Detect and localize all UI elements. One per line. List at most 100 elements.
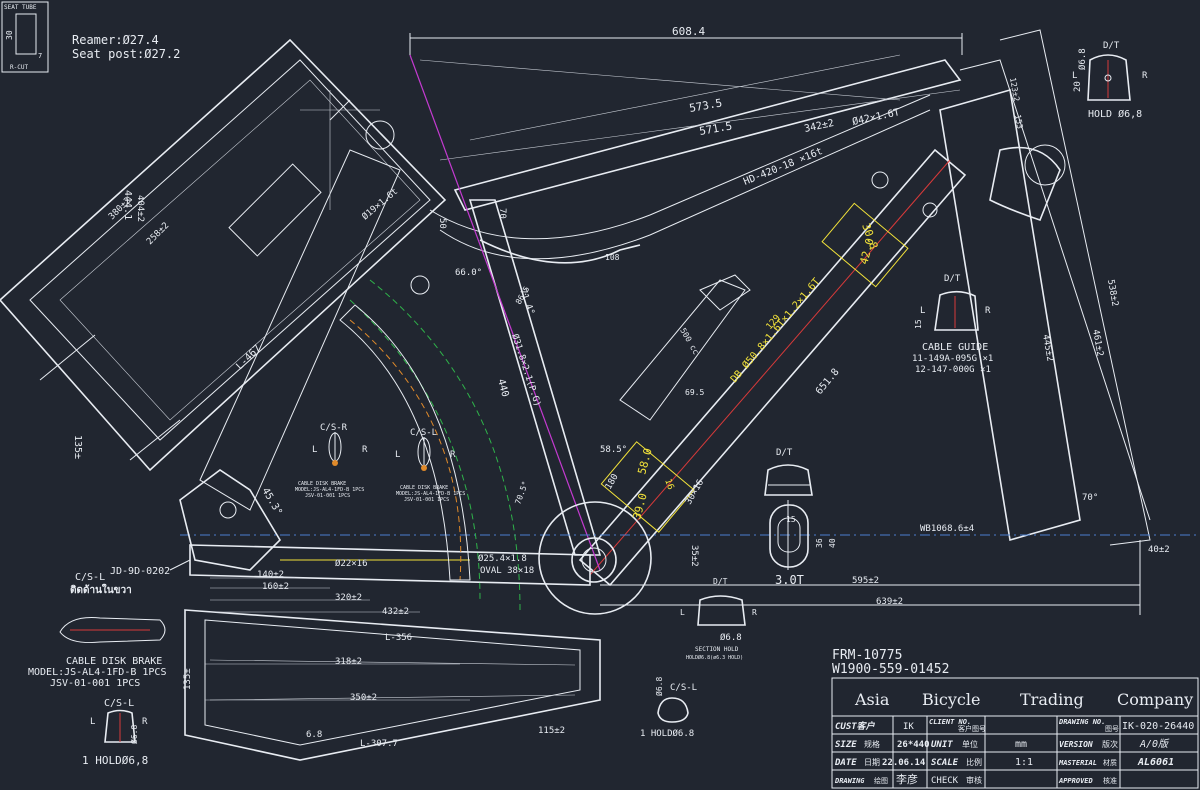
dim-595: 595±2 (852, 576, 879, 586)
dim-304: 30×16 (684, 478, 706, 506)
csr-l: L (312, 445, 317, 455)
date-label: DATE (834, 758, 857, 768)
dim-l356: L-356 (385, 633, 412, 643)
cable-guide-15: 15 (914, 319, 923, 329)
dt-top-l: L (1072, 71, 1077, 81)
size-label: SIZE (835, 740, 857, 750)
bl-r: R (142, 717, 148, 727)
size-value: 26*440 (897, 740, 930, 750)
bl-l: L (90, 717, 95, 727)
dim-318: 318±2 (335, 657, 362, 667)
dt-mid-15: 15 (786, 515, 796, 524)
dim-42y: 42.0 (857, 237, 876, 266)
material-value: AL6061 (1137, 757, 1174, 768)
dim-153: 153 (1013, 114, 1024, 130)
unit-cn: 单位 (962, 739, 978, 749)
cdb-small-a3: JSV-01-001 1PCS (305, 493, 350, 499)
dim-254: Ø25.4×1.8 (478, 553, 527, 564)
dim-50: 50 (437, 218, 447, 229)
cable-guide-2: 12-147-000G ×1 (915, 365, 991, 375)
approved-label: APPROVED (1058, 777, 1093, 785)
hold-bl: 1 HOLDØ6,8 (82, 754, 148, 767)
seat-tube-box-size: 30 (5, 30, 14, 40)
csl-l: L (395, 450, 400, 460)
cdb-small-b1: CABLE DISK BRAKE (400, 485, 448, 491)
dim-445: 445±2 (1040, 334, 1055, 362)
dim-305: 70.5° (513, 480, 530, 506)
company-name-4: Company (1117, 690, 1193, 709)
dim-639: 639±2 (876, 597, 903, 607)
dim-39y: 39.0 (630, 492, 649, 521)
dim-58y: 58.0 (635, 447, 654, 476)
dim-500: 500 cc (678, 327, 700, 357)
dim-135b: 135± (183, 668, 193, 690)
dim-573: 573.5 (688, 96, 723, 115)
drawing2-cn: 绘图 (874, 776, 888, 785)
version-value: A/0版 (1139, 738, 1170, 750)
sec-title: SECTION HOLD (695, 646, 739, 653)
dim-123: 123±2 (1008, 77, 1021, 102)
csr-label: C/S-R (320, 423, 348, 433)
cable-guide-detail: D/T L R 15 CABLE GUIDE 11-149A-095G ×1 1… (912, 274, 993, 375)
frm-number: FRM-10775 (832, 648, 902, 663)
dim-404: 404±2 (135, 195, 145, 222)
jd-label: JD-9D-0202 (110, 566, 170, 577)
size-cn: 规格 (864, 739, 880, 749)
drawing-value: IK-020-26440 (1122, 721, 1194, 732)
dim-180: 180 (604, 472, 621, 491)
version-label: VERSION (1059, 740, 1093, 749)
hold-bc: 1 HOLDØ6.8 (640, 728, 694, 739)
sec-title-2: HOLDØ6.8(ø6.3 HOLD) (686, 654, 743, 661)
cable-guide-1: 11-149A-095G ×1 (912, 354, 993, 364)
seat-tube-box-title: SEAT TUBE (4, 4, 37, 11)
dim-440: 440 (495, 378, 510, 398)
csl-bc-label: C/S-L (670, 683, 697, 693)
material-label: MASTERIAL (1058, 759, 1097, 767)
check-label: CHECK (931, 776, 959, 786)
cable-guide-r: R (985, 306, 991, 316)
dim-444: 444.1 (122, 190, 133, 220)
dt-mid-36: 36 (815, 538, 824, 548)
dim-wb: WB1068.6±4 (920, 524, 974, 534)
dim-571: 571.5 (698, 119, 733, 138)
client-cn: 客户图号 (958, 724, 986, 733)
cdb-small-b2: MODEL:JS-AL4-1FD-B 1PCS (396, 491, 465, 497)
company-name-3: Trading (1020, 690, 1084, 709)
cdb-small-b3: JSV-01-001 1PCS (404, 497, 449, 503)
cable-guide-l: L (920, 306, 925, 316)
drawing2-label: DRAWING (834, 777, 865, 785)
dt-mid-detail: D/T 15 36 40 3.0T (764, 448, 837, 587)
dim-70deg: 70° (1082, 493, 1098, 503)
dim-350: 350±2 (350, 693, 377, 703)
material-cn: 材质 (1103, 758, 1117, 767)
company-name-2: Bicycle (922, 690, 980, 709)
scale-cn: 比例 (966, 757, 982, 767)
date-cn: 日期 (864, 758, 880, 767)
reamer-note: Reamer:Ø27.4 (72, 33, 159, 47)
dt-mid-40: 40 (828, 538, 837, 548)
dim-66: 66.0° (455, 268, 482, 278)
csl-r: R (450, 450, 456, 460)
sec-l: L (680, 608, 685, 617)
cdb-model: MODEL:JS-AL4-1FD-B 1PCS (28, 667, 166, 678)
company-name-1: Asia (854, 690, 890, 709)
dt-mid-label: D/T (776, 448, 793, 458)
dim-320: 320±2 (335, 593, 362, 603)
dim-42: Ø42×1.6T (851, 106, 901, 128)
dim-19: Ø19×1.6t (360, 186, 400, 222)
w-number: W1900-559-01452 (832, 662, 949, 677)
seat-tube-box-val: 7 (38, 52, 42, 60)
dim-68a: 6.8 (306, 730, 322, 740)
seat-tube-box-cut: R-CUT (10, 64, 28, 71)
sec-dt: D/T (713, 577, 728, 586)
dim-35: 35±2 (689, 545, 699, 567)
dim-538: 538±2 (1105, 279, 1120, 307)
dim-l467: L-467 (234, 343, 263, 372)
cable-guide-title: CABLE GUIDE (922, 342, 988, 353)
cust-label: CUST客户 (835, 721, 876, 732)
csl-label: C/S-L (410, 428, 437, 438)
left-disk-brake-callout: JD-9D-0202 C/S-L ติดด้านในขวา CABLE DISK… (28, 559, 191, 689)
thai-note: ติดด้านในขวา (70, 583, 132, 596)
dim-115: 115±2 (538, 726, 565, 736)
